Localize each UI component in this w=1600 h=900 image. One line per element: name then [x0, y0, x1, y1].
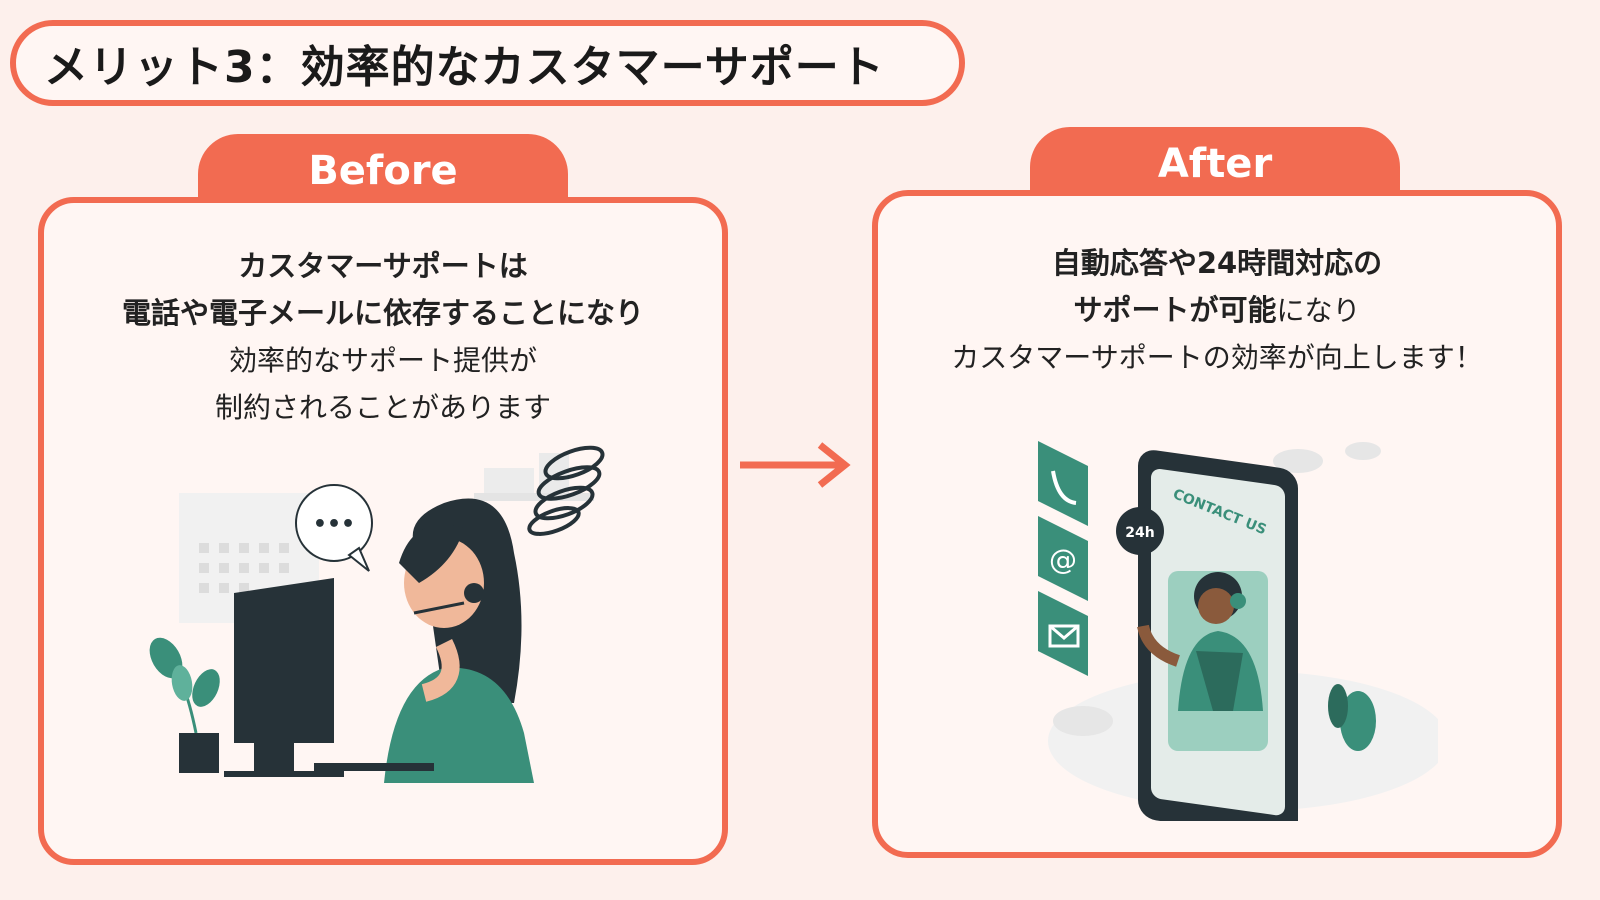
svg-text:24h: 24h [1125, 525, 1154, 541]
page-title: メリット3：効率的なカスタマーサポート [44, 42, 885, 93]
after-line-2: サポートが可能になり [878, 287, 1556, 334]
svg-text:•••: ••• [313, 512, 355, 537]
before-panel: カスタマーサポートは 電話や電子メールに依存することになり 効率的なサポート提供… [38, 197, 728, 865]
speech-bubble: ••• [295, 484, 373, 572]
before-line-3: 効率的なサポート提供が [228, 344, 537, 377]
contact-us-phone-illustration: @ CONTACT US 24h [1038, 441, 1438, 821]
before-line-2: 電話や電子メールに依存することになり [121, 296, 644, 330]
operator-agent [1137, 572, 1263, 711]
after-panel: 自動応答や24時間対応の サポートが可能になり カスタマーサポートの効率が向上し… [872, 190, 1562, 858]
at-email-icon: @ [1038, 516, 1088, 601]
svg-text:@: @ [1049, 543, 1077, 576]
cloud-icon [1273, 442, 1381, 473]
plant-icon [1328, 684, 1376, 751]
before-line-4: 制約されることがあります [214, 391, 551, 424]
stressed-operator-illustration: ••• [149, 445, 605, 783]
after-tab: After [1030, 127, 1400, 201]
envelope-icon [1038, 591, 1088, 676]
after-line-3: カスタマーサポートの効率が向上します！ [951, 341, 1483, 374]
after-description: 自動応答や24時間対応の サポートが可能になり カスタマーサポートの効率が向上し… [878, 240, 1556, 381]
title-banner: メリット3：効率的なカスタマーサポート [10, 20, 965, 106]
arrow-right-icon [740, 442, 851, 488]
before-description: カスタマーサポートは 電話や電子メールに依存することになり 効率的なサポート提供… [44, 243, 722, 431]
monitor-icon [224, 578, 344, 777]
after-line-2-normal: になり [1276, 294, 1361, 327]
24h-badge: 24h [1116, 507, 1164, 555]
operator-woman [314, 498, 534, 783]
after-line-1: 自動応答や24時間対応の [1051, 246, 1383, 280]
scribble-icon [527, 445, 605, 536]
before-line-1: カスタマーサポートは [238, 249, 528, 283]
plant-icon [149, 637, 220, 773]
phone-icon [1038, 441, 1088, 526]
before-tab: Before [198, 134, 568, 208]
after-line-2-bold: サポートが可能 [1073, 293, 1277, 327]
